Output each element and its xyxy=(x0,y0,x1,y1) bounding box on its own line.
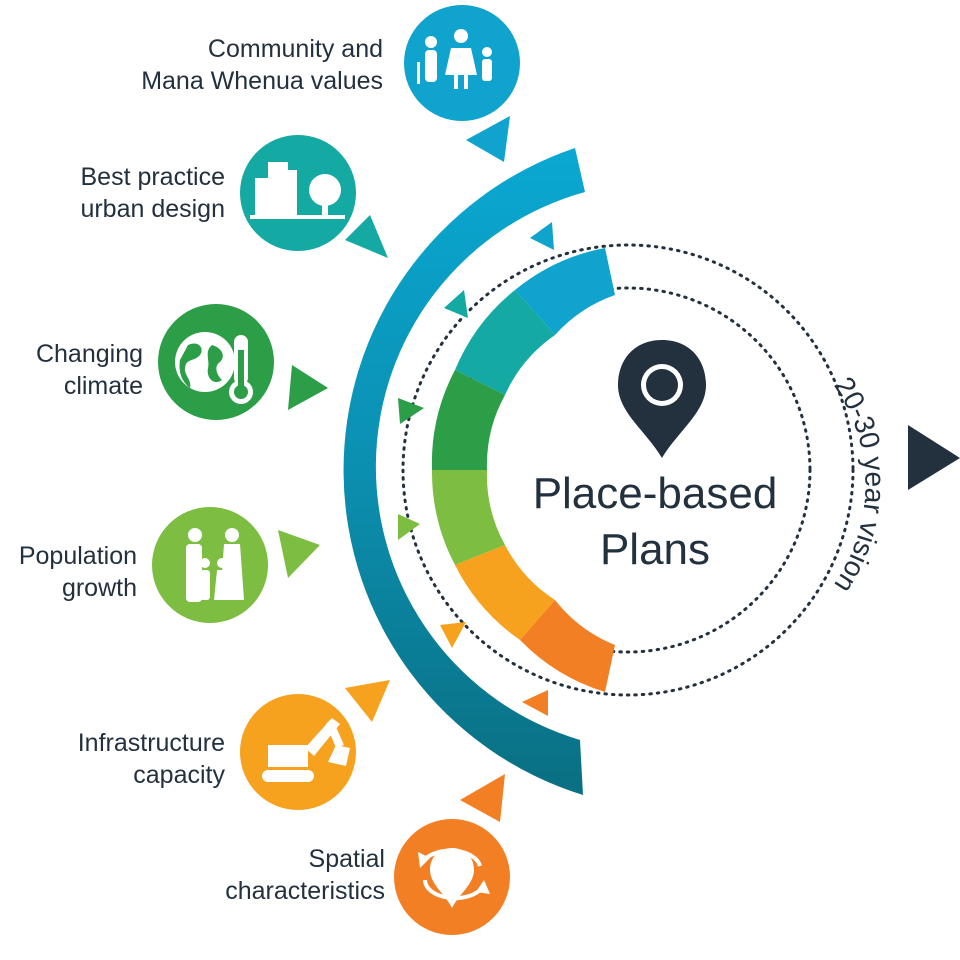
label-population-line1: Population xyxy=(18,542,137,570)
arrow-spatial xyxy=(460,774,505,822)
arrow-infrastructure xyxy=(345,680,390,722)
excavator-icon xyxy=(262,718,350,782)
inner-arrow-blue xyxy=(530,222,554,250)
inner-arrow-green-dark xyxy=(398,398,424,424)
arrow-community xyxy=(466,116,510,162)
label-infrastructure: Infrastructure capacity xyxy=(78,727,225,791)
factor-circle-climate xyxy=(158,304,274,420)
arrow-population xyxy=(278,530,320,578)
inner-arrow-green-light xyxy=(398,514,420,540)
factor-circle-population xyxy=(152,507,268,623)
inner-arrow-orange-light xyxy=(440,622,466,648)
factor-circle-community xyxy=(404,5,520,121)
label-urban-line2: urban design xyxy=(80,195,225,223)
label-urban: Best practice urban design xyxy=(80,161,225,225)
label-infrastructure-line2: capacity xyxy=(133,761,225,789)
inner-arrow-teal xyxy=(444,290,468,318)
ring-segment-orange-light xyxy=(455,545,555,640)
factor-circle-infrastructure xyxy=(240,694,356,810)
parents-children-icon xyxy=(186,528,244,602)
inner-ring xyxy=(431,248,615,692)
label-climate: Changing climate xyxy=(36,338,143,402)
globe-thermometer-icon xyxy=(175,332,253,404)
arrow-climate xyxy=(288,365,328,410)
label-community-line1: Community and xyxy=(207,35,383,63)
ring-segment-orange xyxy=(520,600,615,692)
center-title: Place-based Plans xyxy=(505,466,805,578)
vision-arrow xyxy=(908,425,960,490)
label-spatial-line2: characteristics xyxy=(225,877,385,905)
label-population: Population growth xyxy=(19,540,137,604)
vision-dotted-ring xyxy=(401,243,855,697)
label-climate-line2: climate xyxy=(63,372,143,400)
map-pin-icon xyxy=(618,340,706,458)
label-population-line2: growth xyxy=(61,574,137,602)
ring-segment-green-light xyxy=(431,470,505,565)
label-community-line2: Mana Whenua values xyxy=(141,67,383,95)
label-community: Community and Mana Whenua values xyxy=(141,33,383,97)
buildings-tree-icon xyxy=(250,162,345,219)
programme-arc xyxy=(343,148,585,795)
inner-arrow-orange xyxy=(522,690,548,716)
ring-segment-blue xyxy=(515,248,615,335)
label-urban-line1: Best practice xyxy=(80,163,225,191)
center-title-line2: Plans xyxy=(599,525,711,574)
label-climate-line1: Changing xyxy=(35,340,143,368)
arrow-urban xyxy=(345,215,388,258)
vision-label: 20-30 year vision xyxy=(828,371,890,598)
location-cycle-icon xyxy=(418,848,490,908)
label-spatial-line1: Spatial xyxy=(308,845,385,873)
ring-segment-teal xyxy=(455,290,555,395)
center-title-line1: Place-based xyxy=(532,469,778,518)
label-spatial: Spatial characteristics xyxy=(225,843,385,907)
factor-circle-urban xyxy=(240,135,356,251)
family-icon xyxy=(417,29,492,89)
label-infrastructure-line1: Infrastructure xyxy=(77,729,225,757)
ring-segment-green-dark xyxy=(431,370,505,470)
factor-circle-spatial xyxy=(394,819,510,935)
